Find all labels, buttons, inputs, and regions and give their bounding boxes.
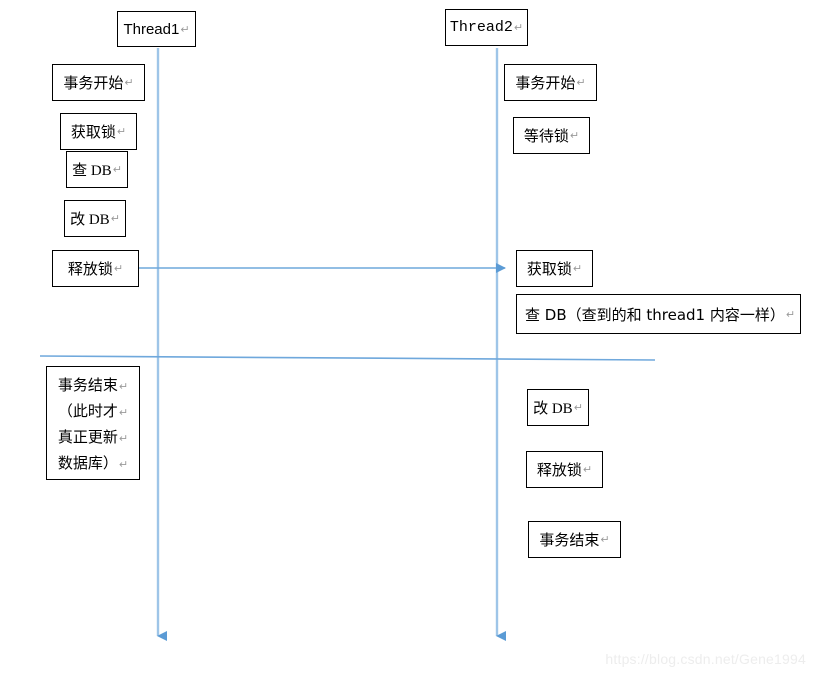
lane-header-thread2-label: Thread2 (449, 19, 513, 36)
pilcrow-mark: ↵ (513, 21, 524, 34)
step-box-t1-release-lock[interactable]: 释放锁↵ (52, 250, 139, 287)
step-box-t2-query-db-same-content[interactable]: 查 DB（查到的和 thread1 内容一样）↵ (516, 294, 801, 334)
pilcrow-mark: ↵ (572, 262, 583, 275)
step-label-line: 事务结束↵ (57, 376, 129, 394)
pilcrow-mark: ↵ (569, 129, 580, 142)
pilcrow-mark: ↵ (116, 125, 127, 138)
lane-header-thread1[interactable]: Thread1↵ (117, 11, 196, 47)
step-label-line: 数据库）↵ (57, 454, 129, 472)
step-box-t1-update-db[interactable]: 改 DB↵ (64, 200, 126, 237)
step-box-t2-end-transaction[interactable]: 事务结束↵ (528, 521, 621, 558)
step-box-t2-acquire-lock[interactable]: 获取锁↵ (516, 250, 593, 287)
step-box-t1-query-db[interactable]: 查 DB↵ (66, 151, 128, 188)
step-box-t2-begin-transaction[interactable]: 事务开始↵ (504, 64, 597, 101)
lane-header-thread1-label: Thread1 (123, 20, 180, 38)
pilcrow-mark: ↵ (785, 307, 796, 321)
step-box-t1-acquire-lock[interactable]: 获取锁↵ (60, 113, 137, 150)
lane-header-thread2[interactable]: Thread2↵ (445, 9, 528, 46)
step-label: 改 DB (70, 212, 110, 228)
pilcrow-mark: ↵ (110, 212, 120, 225)
step-label: 获取锁 (526, 260, 572, 278)
step-label: 改 DB (533, 401, 573, 417)
pilcrow-mark: ↵ (112, 163, 122, 176)
pilcrow-mark: ↵ (118, 458, 129, 471)
step-label: 事务开始 (63, 74, 124, 92)
pilcrow-mark: ↵ (118, 406, 129, 419)
csdn-watermark: https://blog.csdn.net/Gene1994 (605, 651, 806, 667)
step-box-t2-wait-lock[interactable]: 等待锁↵ (513, 117, 590, 154)
step-label: 获取锁 (70, 123, 116, 141)
pilcrow-mark: ↵ (180, 22, 190, 36)
step-box-t2-update-db[interactable]: 改 DB↵ (527, 389, 589, 426)
pilcrow-mark: ↵ (124, 76, 134, 89)
step-label-line: 真正更新↵ (57, 428, 129, 446)
step-label: 事务开始 (515, 74, 576, 92)
commit-boundary-line (39, 355, 656, 361)
pilcrow-mark: ↵ (573, 401, 583, 414)
pilcrow-mark: ↵ (113, 262, 124, 275)
pilcrow-mark: ↵ (118, 380, 129, 393)
pilcrow-mark: ↵ (118, 432, 129, 445)
pilcrow-mark: ↵ (582, 463, 593, 476)
step-label: 等待锁 (523, 127, 569, 145)
step-label: 释放锁 (536, 461, 582, 479)
step-box-t1-end-transaction[interactable]: 事务结束↵ （此时才↵ 真正更新↵ 数据库）↵ (46, 366, 140, 480)
step-box-t2-release-lock[interactable]: 释放锁↵ (526, 451, 603, 488)
pilcrow-mark: ↵ (600, 533, 610, 546)
step-label: 查 DB（查到的和 thread1 内容一样） (525, 305, 785, 324)
step-label: 事务结束 (539, 531, 600, 549)
step-label: 释放锁 (67, 260, 113, 278)
step-label-line: （此时才↵ (57, 402, 129, 420)
pilcrow-mark: ↵ (576, 76, 586, 89)
step-label: 查 DB (72, 163, 112, 179)
step-box-t1-begin-transaction[interactable]: 事务开始↵ (52, 64, 145, 101)
